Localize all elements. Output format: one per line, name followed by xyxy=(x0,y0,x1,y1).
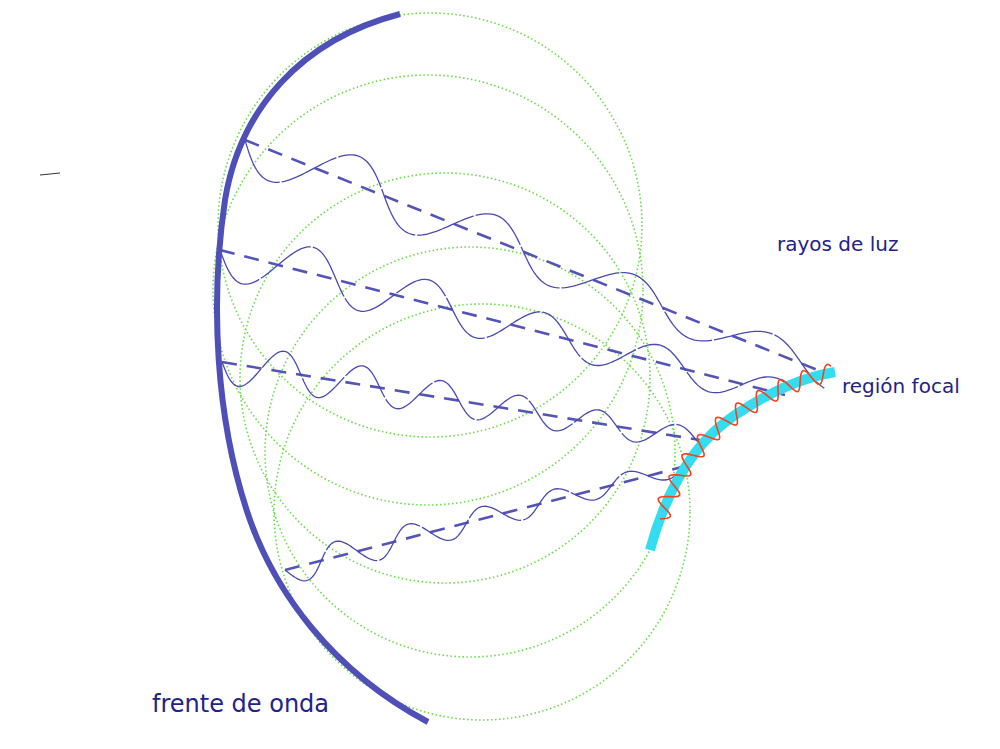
wavelet-circle xyxy=(213,75,643,505)
focal-region xyxy=(650,372,835,550)
label-text: rayos de luz xyxy=(775,232,900,256)
ray-dashed-line xyxy=(222,362,700,440)
wavelet-circle xyxy=(218,13,642,437)
ray-dashed-line xyxy=(220,250,785,395)
ray-dashed-line xyxy=(285,465,690,570)
wavelet-circle xyxy=(265,247,675,657)
focal-wave xyxy=(658,364,831,519)
ray-lines xyxy=(220,140,830,570)
light-wave xyxy=(222,351,699,443)
huygens-wavelets xyxy=(213,13,690,720)
focal-wave-line xyxy=(658,364,831,519)
light-wave xyxy=(285,462,689,581)
wavefront-arc xyxy=(217,14,428,722)
light-wave xyxy=(245,140,824,388)
wavelet-circle xyxy=(240,173,650,583)
label-text: región focal xyxy=(840,374,962,398)
stray-tick xyxy=(40,173,60,175)
light-wave xyxy=(220,247,787,393)
ray-dashed-line xyxy=(245,140,830,375)
label-text: frente de onda xyxy=(150,690,331,719)
wave-trains xyxy=(220,140,824,581)
